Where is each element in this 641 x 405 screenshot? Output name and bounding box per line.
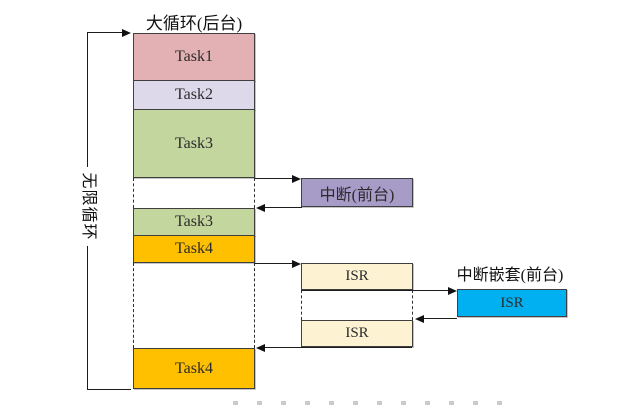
task4-resume-label: Task4 [175, 359, 213, 377]
isr1-box: ISR [301, 263, 413, 290]
infinite-loop-top-line [87, 32, 123, 33]
infinite-loop-label: 无限循环 [78, 167, 99, 246]
task3-box: Task3 [133, 109, 255, 178]
column-left-dashed-gap1 [133, 178, 134, 208]
isr1-label: ISR [345, 268, 369, 284]
isr-right-dashed-gap [412, 290, 413, 320]
arrow-interrupt-to-task3-head-icon [256, 204, 265, 212]
task3-resume-box: Task3 [133, 208, 255, 236]
nested-isr-label: ISR [500, 294, 524, 311]
isr-left-dashed-gap [301, 290, 302, 320]
nested-isr-box: ISR [457, 289, 567, 317]
task2-box: Task2 [133, 80, 255, 110]
arrow-task3-to-interrupt-line [255, 178, 293, 179]
arrow-task4-to-isr1-head-icon [292, 260, 301, 268]
task1-label: Task1 [175, 48, 213, 65]
task3-resume-label: Task3 [175, 213, 213, 230]
big-loop-title: 大循环(后台) [145, 14, 243, 33]
task4-box: Task4 [133, 235, 255, 263]
arrow-isr1-to-nested-line [302, 290, 449, 291]
arrow-isr2-to-task4-line [264, 347, 412, 348]
caption-cropped [233, 401, 518, 405]
column-right-dashed-gap2 [254, 263, 255, 348]
interrupt-box: 中断(前台) [301, 178, 413, 207]
nested-interrupt-title: 中断嵌套(前台) [456, 267, 564, 284]
arrow-task3-to-interrupt-head-icon [292, 175, 301, 183]
task3-label: Task3 [175, 134, 213, 152]
arrow-task4-to-isr1-line [255, 263, 293, 264]
interrupt-label: 中断(前台) [319, 186, 395, 204]
arrow-nested-to-isr2-head-icon [415, 315, 424, 323]
isr2-box: ISR [301, 320, 413, 347]
task2-label: Task2 [175, 86, 213, 103]
column-left-dashed-gap2 [133, 263, 134, 348]
column-right-dashed-gap1 [254, 178, 255, 208]
task1-box: Task1 [133, 33, 255, 81]
task4-resume-box: Task4 [133, 348, 255, 389]
arrow-interrupt-to-task3-line [264, 207, 302, 208]
infinite-loop-bottom-line [87, 389, 131, 390]
loop-entry-arrowhead-icon [122, 29, 131, 37]
isr2-label: ISR [345, 325, 369, 341]
arrow-nested-to-isr2-line [424, 318, 457, 319]
task4-label: Task4 [175, 240, 213, 257]
arrow-isr2-to-task4-head-icon [256, 344, 265, 352]
arrow-isr1-to-nested-head-icon [448, 287, 457, 295]
